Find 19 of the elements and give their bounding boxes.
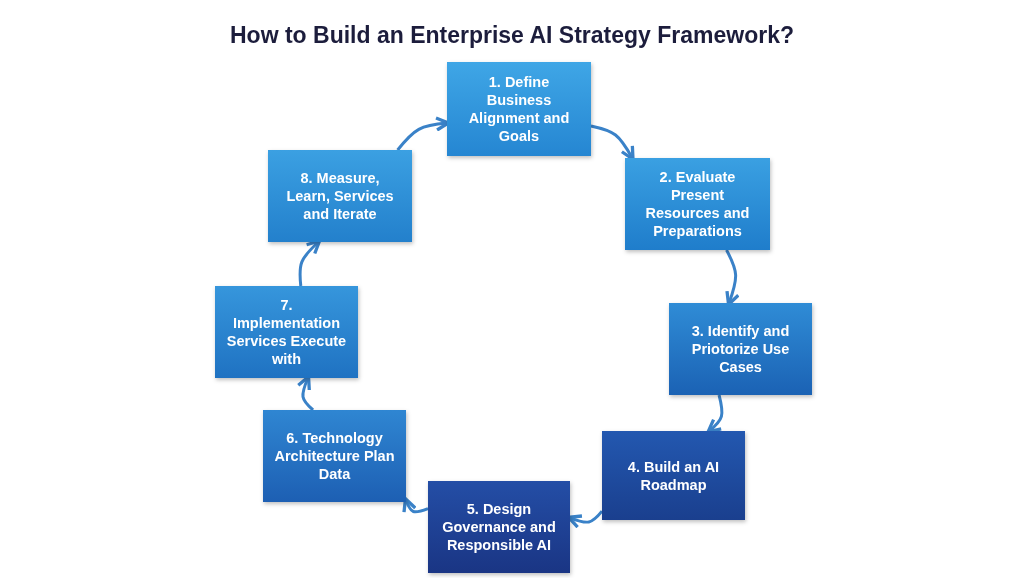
- step-label: 7. Implementation Services Execute with: [225, 296, 348, 368]
- step-box: [268, 150, 412, 242]
- step-box: [428, 481, 570, 573]
- step-label: 8. Measure, Learn, Services and Iterate: [285, 169, 395, 223]
- step-label: 5. Design Governance and Responsible AI: [441, 500, 557, 554]
- title: How to Build an Enterprise AI Strategy Framework?: [230, 22, 794, 49]
- arrow: [590, 124, 635, 161]
- step-box: [447, 62, 591, 156]
- step-box: [602, 431, 745, 520]
- step-box: [669, 303, 812, 395]
- step-box: [215, 286, 358, 378]
- step-label: 3. Identify and Priotorize Use Cases: [690, 322, 791, 376]
- step-label: 4. Build an AI Roadmap: [626, 457, 721, 494]
- step-box: [625, 158, 770, 250]
- step-label: 6. Technology Architecture Plan Data: [273, 429, 396, 483]
- arrow: [706, 394, 724, 434]
- step-box: [263, 410, 406, 502]
- step-label: 1. Define Business Alignment and Goals: [467, 73, 571, 145]
- step-label: 2. Evaluate Present Resources and Preparations: [644, 168, 751, 240]
